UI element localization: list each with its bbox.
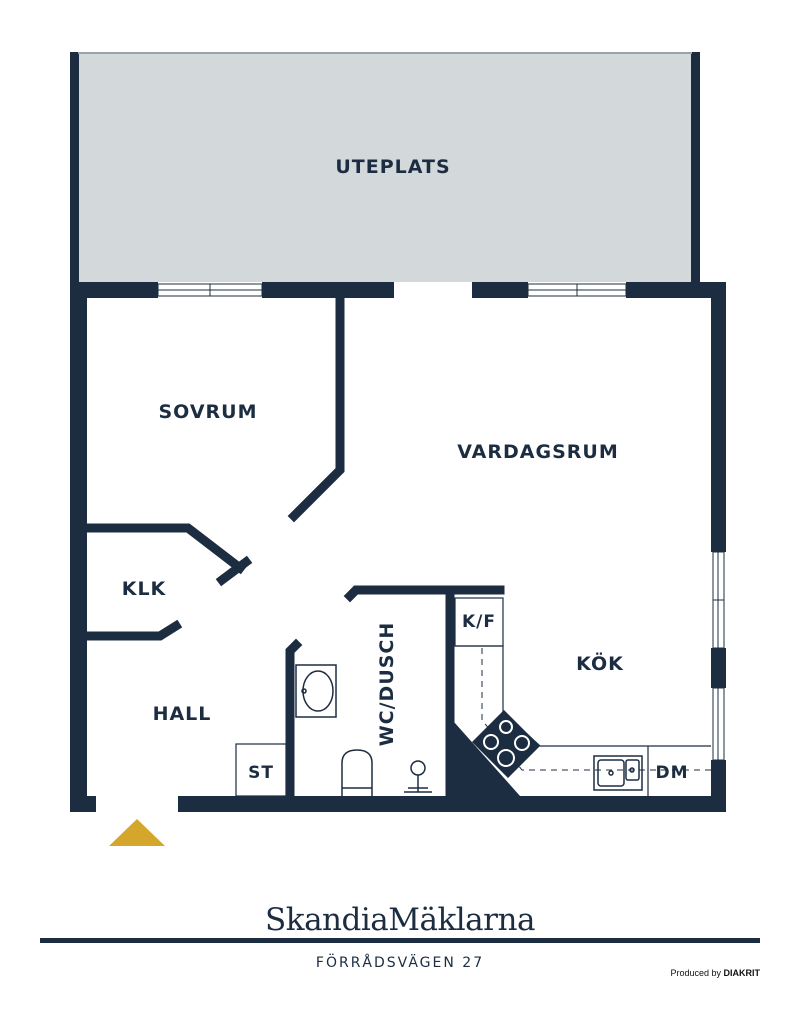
terrace-area: [78, 52, 692, 282]
room-label-kitchen: KÖK: [576, 651, 624, 675]
interior-walls: [82, 293, 505, 801]
brand-logo: SkandiaMäklarna: [265, 902, 535, 938]
room-label-fridge-freezer: K/F: [462, 612, 496, 632]
property-address: FÖRRÅDSVÄGEN 27: [315, 955, 485, 971]
room-label-dishwasher: DM: [655, 763, 688, 783]
room-label-bedroom: SOVRUM: [159, 401, 258, 423]
kitchen-sink-icon: [593, 755, 643, 791]
credit-prefix: Produced by: [670, 968, 724, 978]
producer-credit: Produced by DIAKRIT: [670, 968, 760, 978]
room-label-terrace: UTEPLATS: [335, 156, 450, 178]
kitchen-corner-wall: [454, 722, 520, 796]
room-label-living-room: VARDAGSRUM: [457, 441, 618, 463]
windows: [157, 283, 725, 761]
room-label-closet: KLK: [122, 578, 167, 600]
terrace-right-post: [691, 52, 700, 284]
entrance-marker: [109, 819, 165, 846]
storage-closet: [235, 743, 287, 797]
outer-walls: [70, 282, 726, 812]
shower-icon: [404, 760, 432, 793]
toilet-icon: [341, 749, 373, 796]
washbasin-icon: [295, 664, 337, 718]
room-label-bathroom: WC/DUSCH: [376, 622, 398, 747]
room-label-hall: HALL: [153, 703, 212, 725]
credit-brand: DIAKRIT: [723, 968, 761, 978]
room-label-storage: ST: [248, 763, 274, 783]
stove-icon: [472, 710, 540, 778]
terrace-left-post: [70, 52, 79, 284]
brand-divider: [40, 938, 760, 943]
